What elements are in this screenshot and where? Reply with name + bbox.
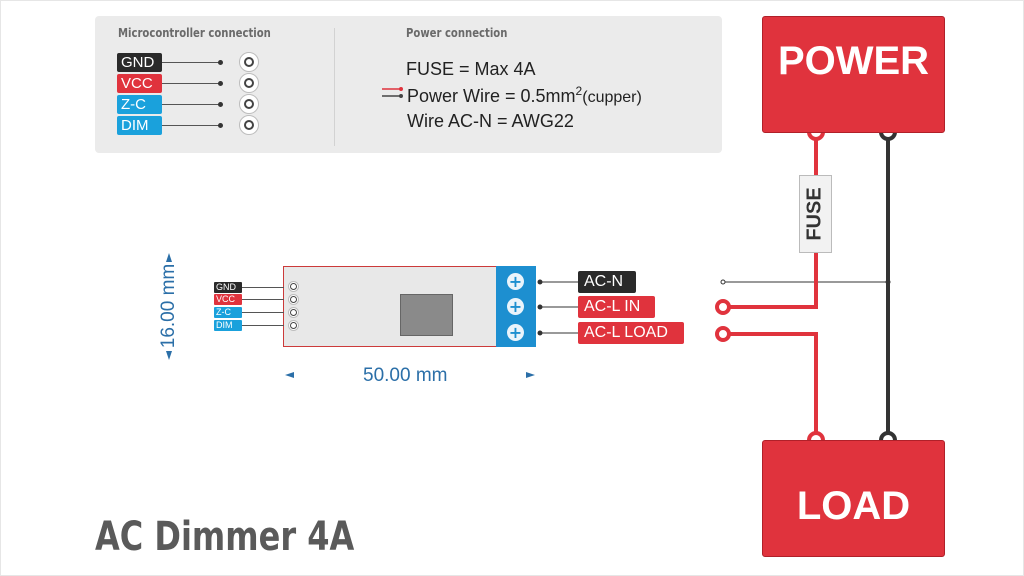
mc-wire-zc (162, 104, 220, 105)
dim-arrow-right-icon (526, 372, 535, 378)
header-pin-icon (239, 52, 259, 72)
power-block: POWER (762, 16, 945, 133)
triac-chip (400, 294, 453, 336)
mc-wire-end-dot (218, 60, 223, 65)
dim-arrow-down-icon (166, 351, 172, 360)
power-wire-text: Power Wire = 0.5mm (407, 86, 576, 106)
mc-wire-end-dot (218, 81, 223, 86)
width-dimension: 50.00 mm (363, 365, 448, 386)
dim-arrow-left-icon (285, 372, 294, 378)
header-pin-icon (239, 73, 259, 93)
mc-wire-vcc (162, 83, 220, 84)
mc-wire-gnd (162, 62, 220, 63)
module-pin-vcc: VCC (214, 294, 242, 305)
power-wire-superscript: 2 (575, 84, 583, 98)
fuse-label: FUSE (803, 187, 826, 241)
live-load-wire (723, 332, 818, 440)
diagram-title: AC Dimmer 4A (95, 514, 355, 560)
module-header-pin-icon (288, 294, 299, 305)
module-header-pin-icon (288, 320, 299, 331)
fuse-spec: FUSE = Max 4A (406, 59, 536, 79)
terminal-label-acl-load: AC-L LOAD (578, 322, 684, 344)
mc-pin-vcc: VCC (117, 74, 162, 93)
mc-wire-dim (162, 125, 220, 126)
module-wire-zc (242, 312, 284, 313)
module-wire-gnd (242, 287, 284, 288)
height-dimension: 16.00 mm (158, 263, 179, 349)
module-pin-zc: Z-C (214, 307, 242, 318)
mc-wire-end-dot (218, 102, 223, 107)
screw-icon: + (507, 272, 524, 291)
microcontroller-heading: Microcontroller connection (118, 26, 271, 40)
module-pin-gnd: GND (214, 282, 242, 293)
terminal-label-acn: AC-N (578, 271, 636, 293)
acn-wire-spec: Wire AC-N = AWG22 (407, 111, 574, 131)
info-panel (95, 16, 722, 153)
header-pin-icon (239, 94, 259, 114)
dim-arrow-up-icon (166, 253, 172, 262)
terminal-label-acl-in: AC-L IN (578, 296, 655, 318)
module-pin-dim: DIM (214, 320, 242, 331)
module-header-pin-icon (288, 281, 299, 292)
header-pin-icon (239, 115, 259, 135)
power-wire-spec: Power Wire = 0.5mm2(cupper) (407, 84, 642, 107)
panel-divider (334, 28, 335, 146)
module-wire-dim (242, 325, 284, 326)
mc-wire-end-dot (218, 123, 223, 128)
screw-icon: + (507, 297, 524, 316)
power-wire-note: (cupper) (582, 89, 642, 106)
load-block: LOAD (762, 440, 945, 557)
module-header-pin-icon (288, 307, 299, 318)
mc-pin-gnd: GND (117, 53, 162, 72)
power-label: POWER (777, 39, 930, 83)
power-heading: Power connection (406, 26, 508, 40)
screw-icon: + (507, 323, 524, 342)
load-label: LOAD (796, 484, 911, 528)
fuse-component (799, 175, 832, 253)
module-wire-vcc (242, 299, 284, 300)
mc-pin-dim: DIM (117, 116, 162, 135)
mc-pin-zc: Z-C (117, 95, 162, 114)
